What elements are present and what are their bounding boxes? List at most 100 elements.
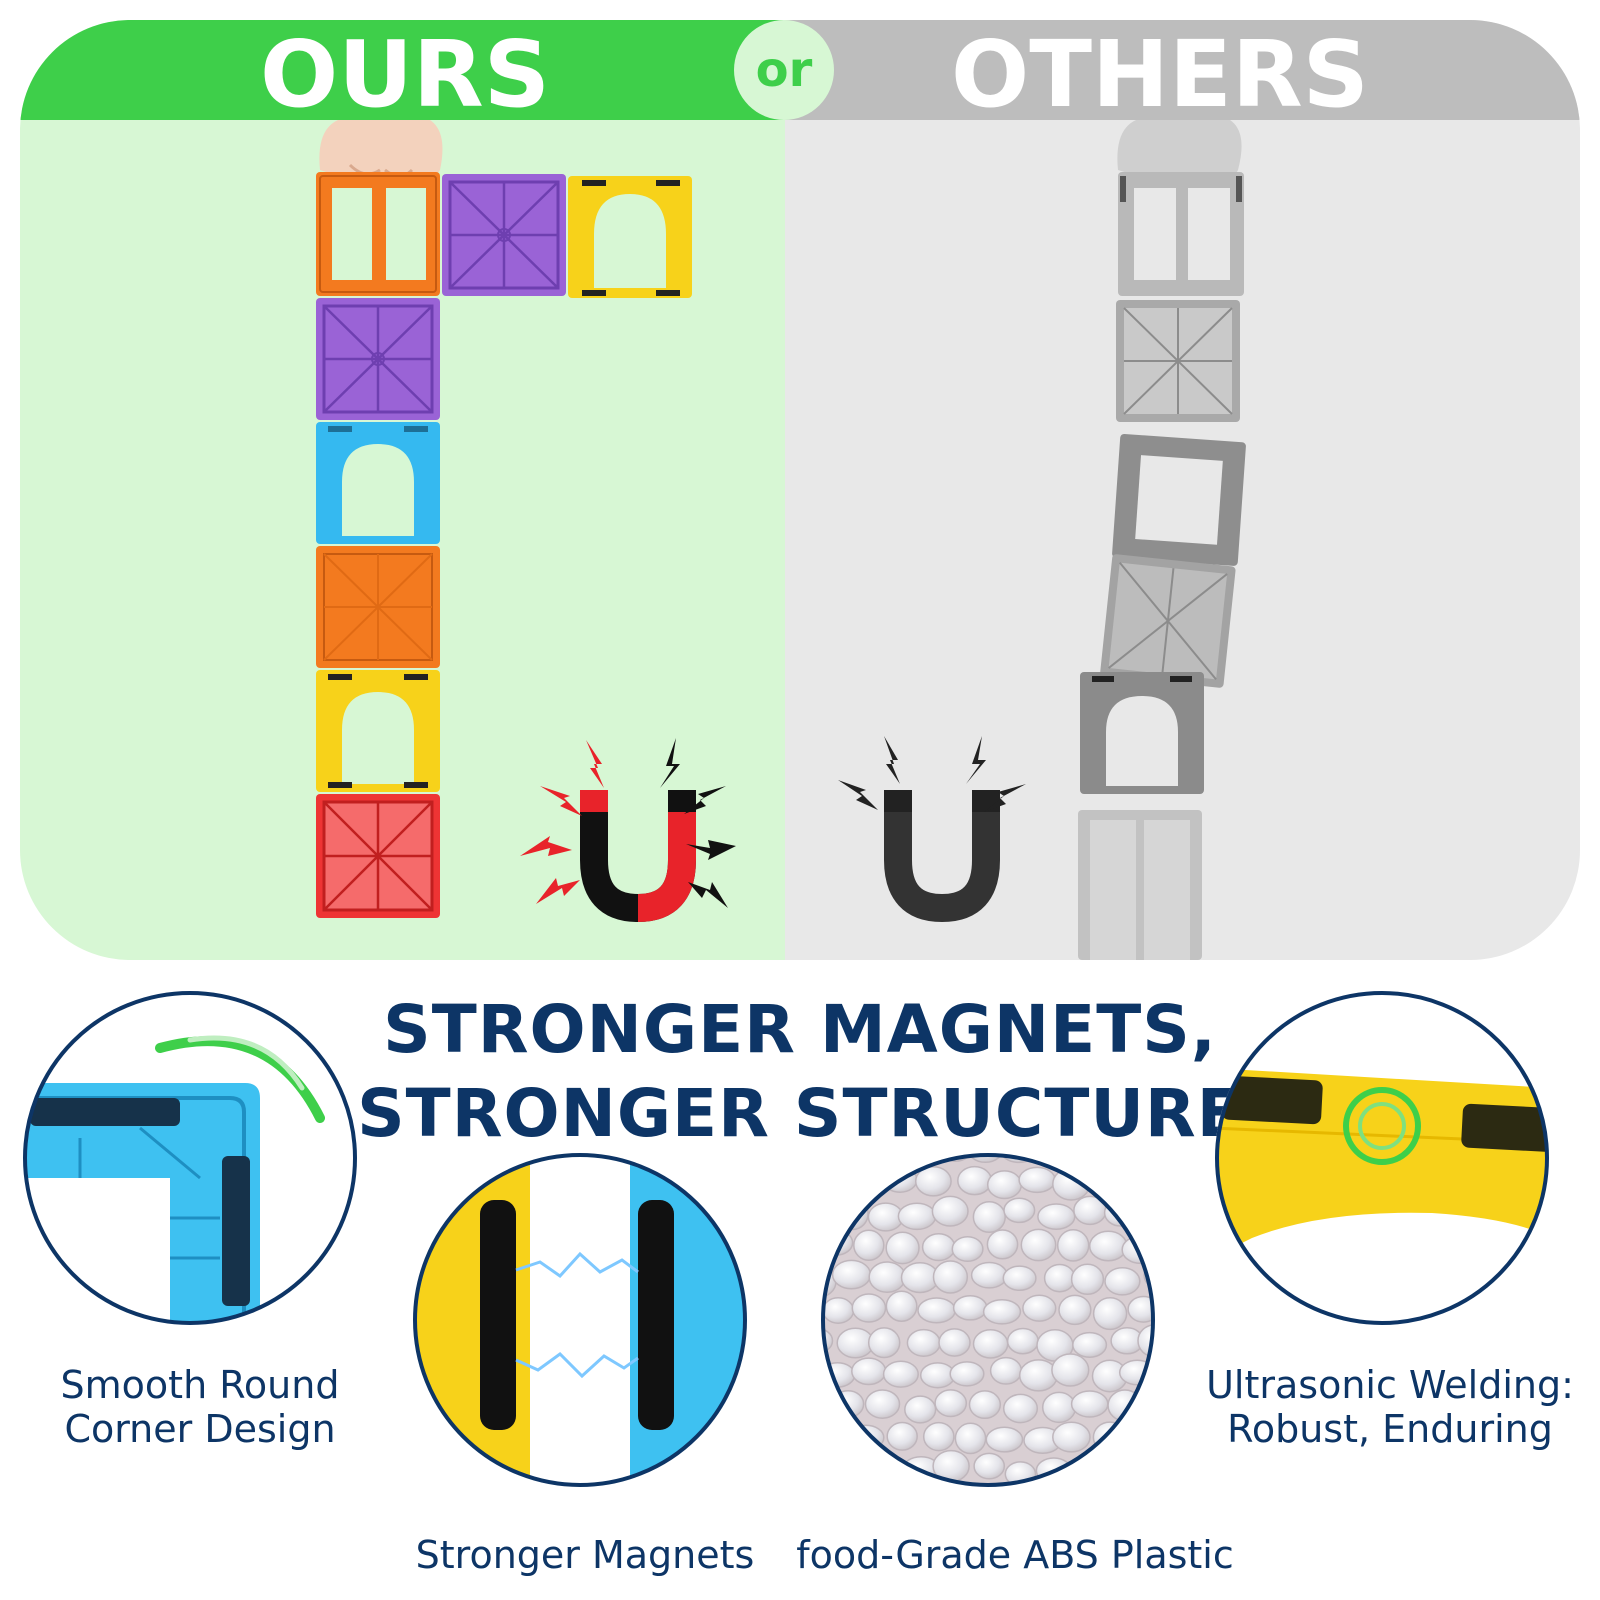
pellet: [885, 1231, 920, 1265]
pellet: [1036, 1155, 1074, 1165]
tile-gray-arch: [1080, 672, 1204, 794]
caption-ultrasonic-welding-line-1: Ultrasonic Welding:: [1206, 1363, 1574, 1407]
pellet: [957, 1165, 993, 1196]
headline-line-1: STRONGER MAGNETS,: [383, 991, 1217, 1068]
pellet: [1101, 1454, 1139, 1485]
welding-closeup-image: [1215, 991, 1549, 1325]
pellet: [823, 1452, 835, 1481]
pellet: [949, 1361, 985, 1387]
pellet: [932, 1260, 969, 1294]
pellet: [851, 1357, 887, 1386]
pellet: [1018, 1359, 1059, 1392]
pellet: [1120, 1425, 1153, 1456]
pellet: [917, 1297, 956, 1324]
pellet: [823, 1171, 851, 1199]
pellet: [1155, 1296, 1158, 1328]
pellet: [1070, 1263, 1105, 1296]
caption-ultrasonic-welding-line-2: Robust, Enduring: [1227, 1407, 1553, 1451]
pellet: [973, 1452, 1006, 1480]
pellet: [1155, 1166, 1158, 1196]
pellet: [965, 1155, 1005, 1164]
pellet: [1018, 1166, 1056, 1194]
ours-header-bar: [20, 20, 785, 120]
tile-yellow-arch-2: [316, 670, 440, 792]
pellet: [1041, 1391, 1077, 1424]
tile-red-square: [316, 794, 440, 918]
pellet: [823, 1297, 855, 1324]
caption-stronger-magnets-line-1: Stronger Magnets: [415, 1533, 755, 1577]
tile-blue-arch: [316, 422, 440, 544]
pellet: [954, 1422, 987, 1455]
pellet: [906, 1328, 941, 1357]
pellet: [903, 1155, 940, 1161]
pellet: [1037, 1203, 1076, 1230]
lightning-red-icon: [520, 740, 604, 904]
pellet: [1052, 1421, 1091, 1453]
caption-smooth-corner: Smooth Round Corner Design: [20, 1363, 380, 1451]
headline-line-2: STRONGER STRUCTURE: [357, 1075, 1243, 1152]
tile-gray-square: [1116, 300, 1240, 422]
headline: STRONGER MAGNETS, STRONGER STRUCTURE: [300, 988, 1300, 1156]
tile-gray-falling: [1078, 810, 1202, 960]
comparison-panel: OURS OTHERS or: [20, 20, 1580, 960]
pellet: [1002, 1265, 1037, 1292]
pellet: [1020, 1228, 1057, 1262]
caption-ultrasonic-welding: Ultrasonic Welding: Robust, Enduring: [1200, 1363, 1580, 1451]
tile-gray-square-2: [1100, 554, 1236, 688]
magnet-strong-icon: [580, 790, 696, 923]
pellet: [1118, 1359, 1153, 1386]
pellet: [882, 1360, 919, 1388]
pellet: [1056, 1229, 1090, 1262]
pellet: [853, 1229, 885, 1262]
pellet: [1157, 1232, 1158, 1263]
pellet: [823, 1155, 835, 1165]
corner-closeup-image: [23, 991, 357, 1325]
pellet: [1069, 1155, 1105, 1168]
pellet: [921, 1232, 956, 1262]
pellet: [886, 1421, 918, 1451]
pellet: [982, 1298, 1022, 1325]
pellet: [922, 1421, 955, 1452]
magnet-closeup-image: [413, 1153, 747, 1487]
pellet: [867, 1327, 901, 1359]
pellet: [1058, 1294, 1092, 1326]
pellet: [970, 1261, 1008, 1289]
others-label: OTHERS: [951, 21, 1369, 128]
pellet: [1142, 1452, 1153, 1484]
pellet: [989, 1356, 1023, 1385]
pellet: [904, 1395, 937, 1424]
pellet: [867, 1457, 901, 1485]
pellet: [823, 1203, 832, 1232]
lightning-weak-icon: [838, 736, 1026, 812]
pellet: [1002, 1393, 1039, 1424]
tile-purple-square: [442, 174, 566, 296]
pellet: [1104, 1266, 1141, 1296]
pellet: [1137, 1392, 1153, 1420]
pellet: [1143, 1198, 1153, 1224]
tile-orange-frame: [316, 172, 440, 296]
pellet: [972, 1200, 1006, 1234]
ours-label: OURS: [260, 21, 550, 128]
pellet: [986, 1170, 1023, 1200]
pellet: [1051, 1353, 1090, 1387]
or-label: or: [756, 42, 813, 98]
hand-others: [1117, 120, 1242, 189]
pellet: [1072, 1331, 1108, 1358]
or-badge: [734, 20, 834, 120]
pellet: [1006, 1327, 1039, 1355]
pellet: [1088, 1230, 1128, 1262]
caption-stronger-magnets: Stronger Magnets: [390, 1533, 780, 1577]
tile-yellow-arch: [568, 176, 692, 298]
pellet: [897, 1202, 937, 1231]
pellet: [985, 1426, 1024, 1453]
pellet: [1022, 1294, 1057, 1322]
pellet: [952, 1294, 988, 1321]
pellet: [986, 1229, 1019, 1260]
pellet: [1108, 1155, 1141, 1165]
pellet: [938, 1328, 971, 1357]
tile-gray-frame: [1118, 172, 1244, 296]
caption-smooth-corner-line-2: Corner Design: [64, 1407, 336, 1451]
pellet: [829, 1460, 867, 1485]
pellet: [868, 1261, 906, 1293]
pellet: [1124, 1164, 1153, 1193]
